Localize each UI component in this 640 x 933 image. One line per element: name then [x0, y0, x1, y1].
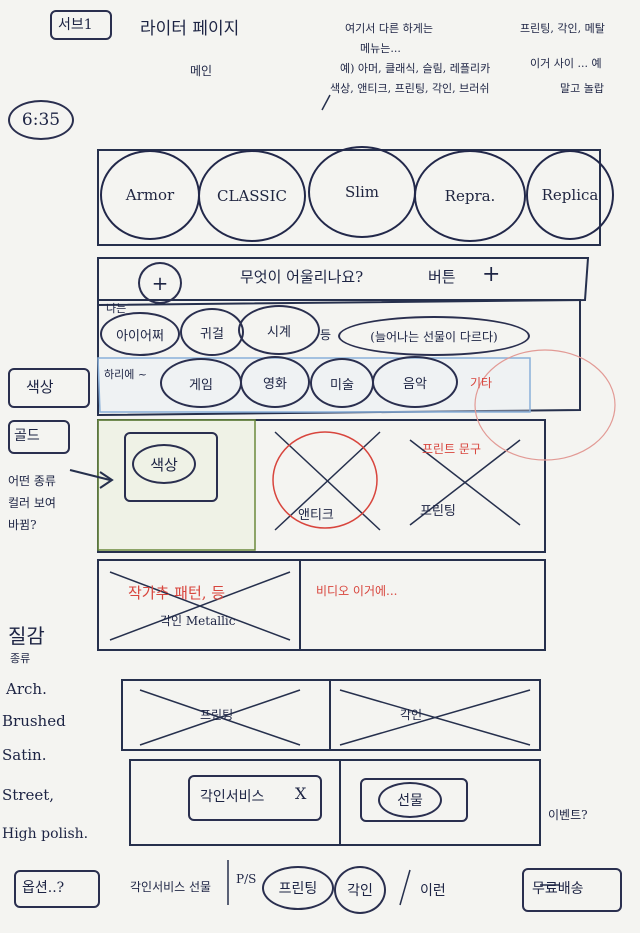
category-extra[interactable]: 기타 — [470, 376, 493, 390]
arrow-note-3: 바뀜? — [8, 518, 37, 532]
category-chip[interactable]: 등 — [320, 328, 332, 342]
question-text: 무엇이 어울리나요? — [240, 268, 364, 286]
print-top-note: 프린트 문구 — [422, 442, 482, 456]
category-chip[interactable]: 아이어쩌 — [100, 312, 180, 356]
footer-lead: 각인서비스 선물 — [130, 880, 212, 894]
model-label: CLASSIC — [217, 187, 287, 205]
footer-sep: P/S — [236, 872, 257, 886]
category-chip[interactable]: 게임 — [160, 358, 242, 408]
row1-lead: 나는 — [106, 302, 127, 315]
texture-item: Arch. — [6, 680, 47, 698]
row2-lead: 하리에 ~ — [104, 368, 148, 381]
print-card[interactable]: 프린팅 — [420, 504, 456, 519]
model-circle-armor[interactable]: Armor — [100, 150, 200, 240]
service-close-icon[interactable]: X — [295, 784, 307, 803]
gold-tag-box — [8, 420, 70, 454]
model-circle-repra[interactable]: Repra. — [414, 150, 526, 242]
arrow-note-1: 어떤 종류 — [8, 474, 56, 488]
model-circle-slim[interactable]: Slim — [308, 146, 416, 238]
model-label: Replica — [541, 186, 599, 204]
texture-item: High polish. — [2, 826, 89, 842]
model-label: Repra. — [444, 187, 496, 205]
category-chip[interactable]: 시계 — [238, 305, 320, 355]
plus-right-button[interactable]: + — [482, 262, 501, 287]
note-line-4: 색상, 앤티크, 프린팅, 각인, 브러쉬 — [330, 82, 490, 95]
service-button[interactable] — [188, 775, 322, 821]
model-circle-classic[interactable]: CLASSIC — [198, 150, 306, 242]
note-right-3: 말고 놀랍 — [560, 82, 604, 95]
event-note: 이벤트? — [548, 808, 588, 822]
delivery-box — [522, 868, 622, 912]
footer-etc: 이런 — [420, 883, 446, 899]
note-line-1: 여기서 다른 하게는 — [345, 22, 433, 35]
model-circle-replica[interactable]: Replica — [526, 150, 614, 240]
note-right-2: 이거 사이 ... 예 — [530, 57, 602, 70]
model-label: Slim — [344, 183, 380, 201]
row1-note: (늘어나는 선물이 다르다) — [338, 316, 530, 356]
button-label: 버튼 — [428, 268, 456, 286]
category-chip[interactable]: 영화 — [240, 356, 310, 408]
page-title: 라이터 페이지 — [140, 19, 240, 39]
note-line-3: 예) 아머, 클래식, 슬림, 레플리카 — [340, 62, 491, 75]
category-chip[interactable]: 음악 — [372, 356, 458, 408]
color-tag: 색상 — [26, 378, 54, 396]
category-chip[interactable]: 귀걸 — [180, 308, 244, 356]
model-label: Armor — [125, 186, 175, 204]
footer-delivery: 무료배송 — [532, 881, 584, 897]
option-tag: 옵션..? — [22, 880, 65, 896]
texture-item: Brushed — [2, 712, 66, 730]
antique-card[interactable]: 앤티크 — [298, 508, 334, 523]
gallery-red-note: 비디오 이거에... — [316, 584, 398, 598]
section-label: 서브1 — [58, 17, 93, 33]
texture-item: Street, — [2, 786, 55, 804]
color-card-label: 색상 — [132, 444, 196, 484]
footer-engrave-button[interactable]: 각인 — [334, 866, 386, 914]
note-right-1: 프린팅, 각인, 메탈 — [520, 22, 605, 35]
service-button-label: 각인서비스 — [200, 789, 265, 805]
plus-left-button[interactable]: + — [138, 262, 182, 304]
arrow-note-2: 컬러 보여 — [8, 496, 56, 510]
color-card[interactable] — [124, 432, 218, 502]
time-badge: 6:35 — [8, 100, 74, 140]
engrave-box[interactable]: 각인 — [400, 708, 423, 722]
print-box[interactable]: 프린팅 — [200, 708, 234, 722]
section-label-box — [50, 10, 112, 40]
sub-note: 메인 — [190, 64, 213, 78]
category-chip[interactable]: 미술 — [310, 358, 374, 408]
note-line-2: 메뉴는... — [360, 42, 401, 55]
option-tag-box — [14, 870, 100, 908]
gift-button[interactable] — [360, 778, 468, 822]
texture-sub: 종류 — [10, 652, 31, 665]
color-tag-box — [8, 368, 90, 408]
metal-card[interactable]: 각인 Metallic — [160, 614, 236, 628]
metal-red-note: 작가추 패턴, 등 — [128, 584, 226, 602]
footer-print-button[interactable]: 프린팅 — [262, 866, 334, 910]
gift-button-label: 선물 — [378, 782, 442, 818]
texture-heading: 질감 — [8, 624, 45, 648]
gold-tag: 골드 — [14, 428, 40, 444]
texture-item: Satin. — [2, 746, 47, 764]
